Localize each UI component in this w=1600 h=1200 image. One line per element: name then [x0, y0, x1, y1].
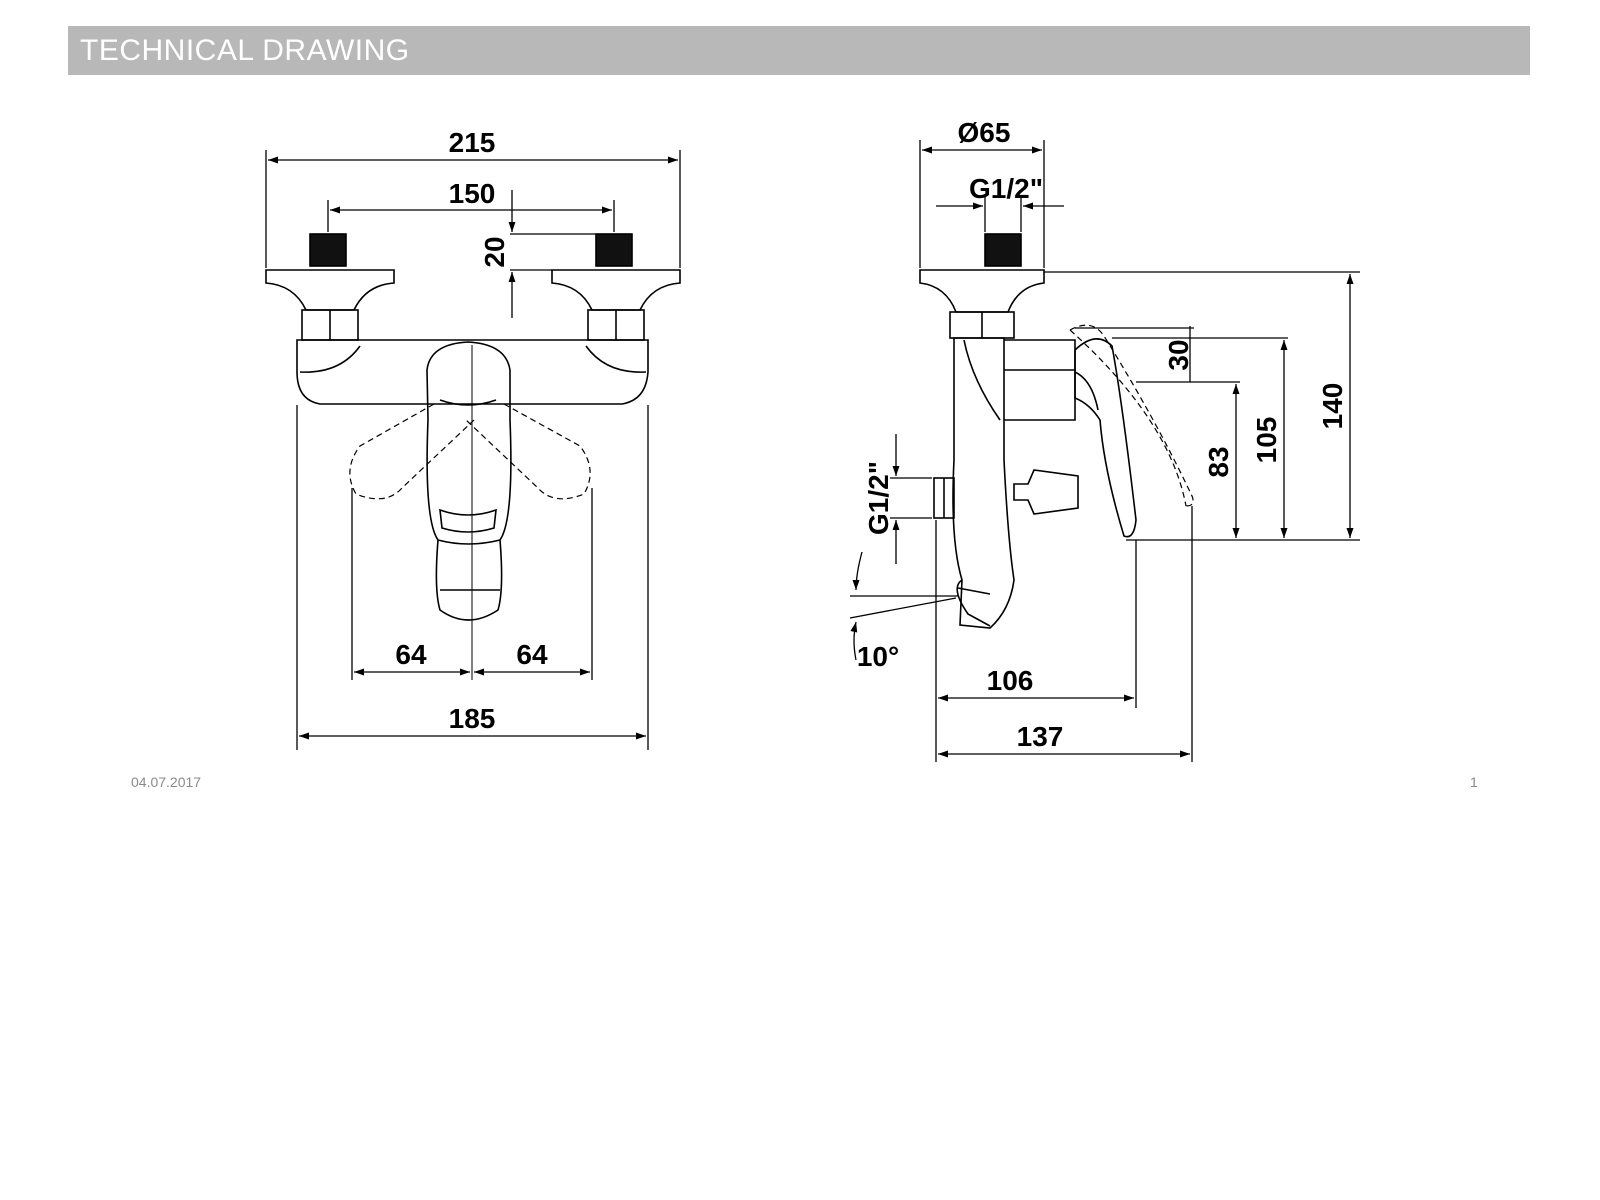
page-title: TECHNICAL DRAWING [80, 34, 410, 67]
side-wall-body [952, 337, 1015, 629]
rosette-left [265, 269, 395, 311]
dim-outlet-thread: G1/2" [863, 461, 894, 535]
dim-height-83: 83 [1203, 446, 1234, 477]
side-lever [1074, 338, 1137, 538]
side-diverter [1013, 469, 1079, 515]
inlet-thread-right [595, 233, 633, 267]
dim-inlet-thread: G1/2" [969, 173, 1043, 204]
inlet-thread-left [309, 233, 347, 267]
spout [435, 539, 503, 621]
dim-overall-width: 215 [449, 127, 496, 158]
page-number: 1 [1470, 774, 1478, 790]
rosette-right [551, 269, 681, 311]
dim-height-105: 105 [1251, 417, 1282, 464]
front-dimensions [265, 150, 681, 750]
dim-lever-top: 30 [1163, 339, 1194, 370]
dim-inlet-spacing: 150 [449, 178, 496, 209]
dim-height-140: 140 [1317, 383, 1348, 430]
dim-rosette-diameter: Ø65 [958, 117, 1011, 148]
side-spout [956, 579, 991, 627]
technical-drawing: 215 150 20 64 64 185 [265, 117, 1360, 762]
side-inlet-thread [984, 233, 1022, 267]
side-cartridge [1004, 339, 1076, 421]
dim-angle: 10° [857, 641, 899, 672]
header-bar: TECHNICAL DRAWING [68, 26, 1530, 75]
dim-body-width: 185 [449, 703, 496, 734]
dim-lever-right: 64 [516, 639, 548, 670]
side-dimensions [849, 140, 1360, 762]
front-view [265, 233, 681, 680]
dim-depth-106: 106 [987, 665, 1034, 696]
dim-inlet-height: 20 [479, 236, 510, 267]
dim-depth-137: 137 [1017, 721, 1064, 752]
lever [426, 341, 512, 545]
side-rosette [919, 269, 1045, 313]
footer-date: 04.07.2017 [131, 774, 202, 790]
mixer-body [296, 339, 649, 405]
dim-lever-left: 64 [395, 639, 427, 670]
side-view [919, 233, 1194, 629]
